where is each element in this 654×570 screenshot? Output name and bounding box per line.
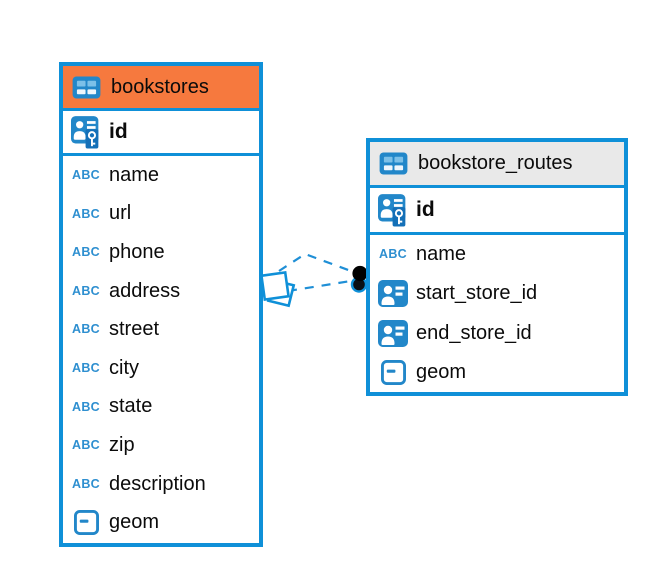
text-type-icon: ABC (72, 283, 100, 298)
column-name: geom (416, 360, 467, 383)
text-type-icon: ABC (72, 322, 100, 337)
column-name: id (109, 120, 128, 143)
column-row-city[interactable]: ABC city (63, 349, 259, 388)
column-row-geom[interactable]: geom (63, 503, 259, 542)
relationship-diamond-marker (259, 270, 296, 308)
column-name: street (109, 318, 160, 341)
entity-bookstores-header[interactable]: bookstores (63, 66, 259, 111)
object-type-icon (376, 360, 410, 385)
column-row-url[interactable]: ABC url (63, 195, 259, 234)
column-name: address (109, 279, 181, 302)
object-type-icon (69, 510, 103, 535)
relationship-line-straight[interactable] (287, 279, 352, 293)
column-name: name (109, 163, 160, 186)
primary-key-icon (376, 194, 410, 227)
column-name: name (416, 243, 467, 266)
text-type-icon: ABC (72, 399, 100, 414)
entity-bookstores[interactable]: bookstores id ABC name ABC url ABC phone… (59, 62, 263, 547)
column-row-name[interactable]: ABC name (63, 156, 259, 195)
text-type-icon: ABC (72, 245, 100, 260)
column-row-end-store-id[interactable]: end_store_id (370, 314, 624, 353)
column-name: url (109, 202, 132, 225)
table-title: bookstores (111, 75, 209, 98)
column-row-geom[interactable]: geom (370, 353, 624, 392)
column-row-street[interactable]: ABC street (63, 310, 259, 349)
column-row-state[interactable]: ABC state (63, 388, 259, 427)
table-icon (69, 76, 103, 99)
relationship-line-bent[interactable] (278, 252, 352, 273)
entity-bookstore-routes-header[interactable]: bookstore_routes (370, 142, 624, 188)
text-type-icon: ABC (72, 438, 100, 453)
primary-key-icon (69, 116, 103, 149)
column-name: phone (109, 240, 165, 263)
column-name: id (416, 198, 435, 221)
column-name: end_store_id (416, 321, 532, 344)
table-icon (376, 152, 410, 175)
column-name: zip (109, 433, 135, 456)
text-type-icon: ABC (72, 361, 100, 376)
column-name: city (109, 356, 139, 379)
column-name: start_store_id (416, 282, 538, 305)
text-type-icon: ABC (72, 206, 100, 221)
column-name: geom (109, 511, 160, 534)
entity-bookstore-routes[interactable]: bookstore_routes id ABC name start_store… (366, 138, 628, 396)
column-row-address[interactable]: ABC address (63, 272, 259, 311)
column-row-id[interactable]: id (370, 188, 624, 235)
person-ref-icon (376, 280, 410, 307)
column-row-id[interactable]: id (63, 111, 259, 156)
text-type-icon: ABC (72, 476, 100, 491)
column-row-name[interactable]: ABC name (370, 235, 624, 274)
column-name: description (109, 472, 206, 495)
table-title: bookstore_routes (418, 152, 573, 174)
column-list: ABC name start_store_id end_store_id ge (370, 235, 624, 392)
text-type-icon: ABC (72, 168, 100, 183)
column-row-phone[interactable]: ABC phone (63, 233, 259, 272)
column-row-start-store-id[interactable]: start_store_id (370, 274, 624, 313)
column-name: state (109, 395, 153, 418)
column-row-zip[interactable]: ABC zip (63, 426, 259, 465)
person-ref-icon (376, 320, 410, 347)
text-type-icon: ABC (379, 247, 407, 262)
column-row-description[interactable]: ABC description (63, 465, 259, 504)
column-list: ABC name ABC url ABC phone ABC address A… (63, 156, 259, 542)
